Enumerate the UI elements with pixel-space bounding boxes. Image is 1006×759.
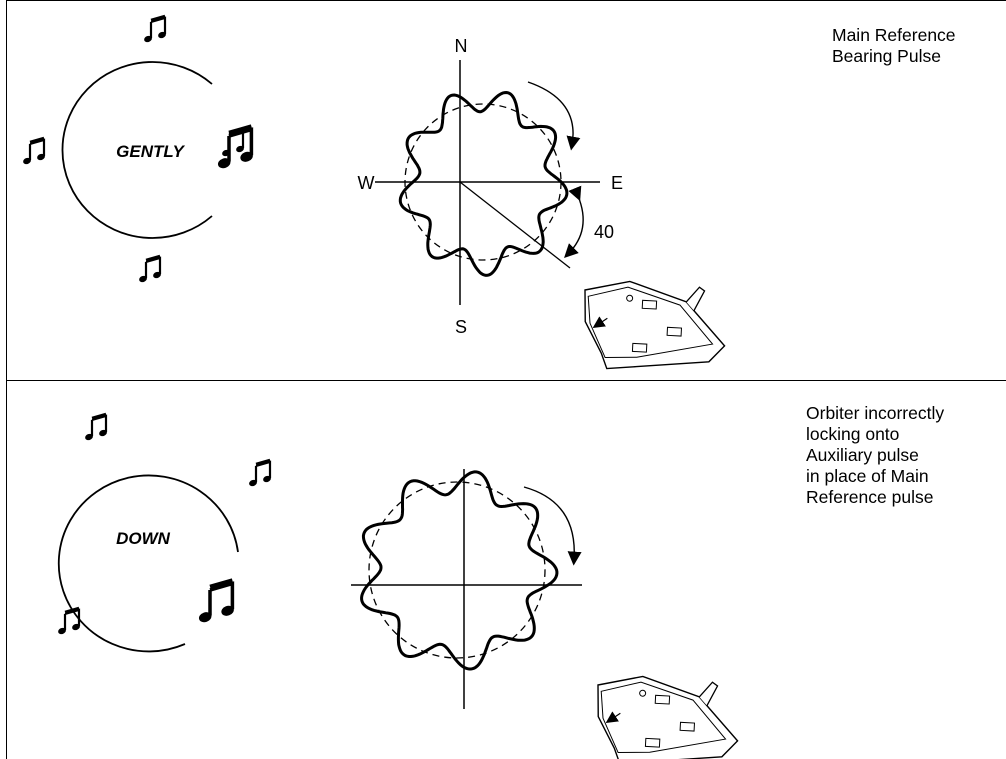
- space-shuttle-icon: [564, 254, 739, 401]
- bearing-pulse-wave: [398, 90, 569, 277]
- compass-east-label: E: [611, 173, 623, 193]
- diagram-frame: [6, 0, 1006, 759]
- caption-line: in place of Main: [806, 466, 929, 486]
- bearing-line: [459, 181, 571, 269]
- music-note-icon: [82, 412, 110, 443]
- caption-bottom: Orbiter incorrectly locking onto Auxilia…: [806, 403, 944, 508]
- caption-line: Auxiliary pulse: [806, 445, 919, 465]
- caption-top: Main Reference Bearing Pulse: [832, 25, 956, 67]
- auxiliary-pulse-wave: [360, 470, 559, 671]
- music-note-icon-large: [217, 126, 255, 169]
- space-shuttle-icon: [577, 649, 752, 759]
- down-open-circle: [57, 474, 239, 653]
- caption-line: Bearing Pulse: [832, 46, 941, 66]
- gently-open-circle: [61, 61, 213, 239]
- mode-label-down: DOWN: [116, 529, 171, 548]
- compass-west-label: W: [358, 173, 375, 193]
- music-note-icon: [55, 606, 83, 637]
- top-panel: GENTLY N S E W 40: [20, 14, 739, 401]
- music-note-icon-large: [198, 580, 236, 623]
- compass-south-label: S: [455, 317, 467, 337]
- music-note-icon: [136, 254, 164, 285]
- caption-line: Reference pulse: [806, 487, 934, 507]
- music-note-icon: [20, 136, 48, 167]
- caption-line: locking onto: [806, 424, 900, 444]
- caption-line: Orbiter incorrectly: [806, 403, 945, 423]
- music-note-icon: [246, 458, 274, 489]
- rotation-arrow-icon: [523, 486, 582, 566]
- panel-divider: [6, 380, 1006, 381]
- mode-label-gently: GENTLY: [116, 142, 185, 161]
- bottom-panel: DOWN: [55, 412, 752, 759]
- caption-line: Main Reference: [832, 25, 956, 45]
- reference-circle: [368, 481, 546, 659]
- angle-label: 40: [594, 222, 614, 242]
- music-note-icon: [141, 14, 169, 45]
- rotation-arrow-icon: [527, 81, 581, 151]
- angle-arc-arrow-icon: [564, 185, 584, 258]
- compass-north-label: N: [455, 36, 468, 56]
